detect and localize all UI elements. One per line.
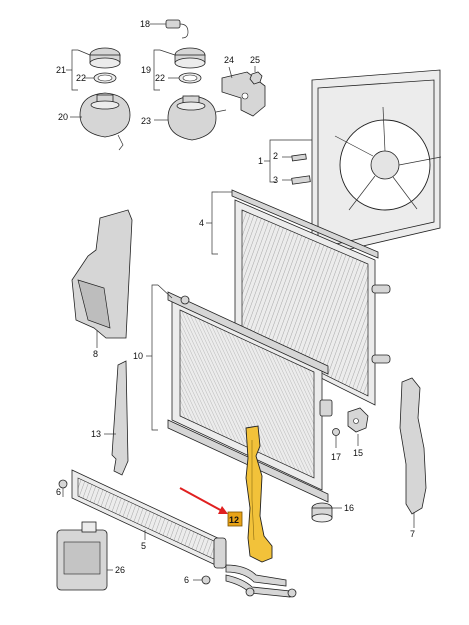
- part-10-radiator[interactable]: [167, 291, 333, 503]
- label-2: 2: [273, 151, 278, 161]
- part-19-cap-right[interactable]: [174, 47, 206, 69]
- part-25-nut[interactable]: [249, 71, 263, 85]
- part-23-expansion-tank-right[interactable]: [167, 95, 227, 141]
- part-20-expansion-tank-left[interactable]: [79, 92, 131, 151]
- part-6-bolt-left[interactable]: [58, 479, 68, 497]
- label-8: 8: [93, 349, 98, 359]
- arrow-indicator: [179, 487, 228, 514]
- label-13: 13: [91, 429, 101, 439]
- part-17-bolt[interactable]: [332, 428, 340, 449]
- label-15: 15: [353, 448, 363, 458]
- label-12: 12: [229, 515, 239, 525]
- label-6a: 6: [56, 487, 61, 497]
- label-22b: 22: [155, 73, 165, 83]
- label-21: 21: [56, 65, 66, 75]
- label-10: 10: [133, 351, 143, 361]
- label-3: 3: [273, 175, 278, 185]
- part-18-clip[interactable]: [165, 19, 189, 39]
- label-6b: 6: [184, 575, 189, 585]
- part-7-air-duct-right[interactable]: [399, 377, 427, 515]
- part-22-seal-left[interactable]: [93, 72, 117, 84]
- part-26-coolant-bottle[interactable]: [56, 521, 108, 591]
- label-23: 23: [141, 116, 151, 126]
- label-19: 19: [141, 65, 151, 75]
- label-12-box: [227, 511, 243, 527]
- part-3-seal-strip[interactable]: [291, 175, 311, 185]
- label-26: 26: [115, 565, 125, 575]
- label-1: 1: [258, 156, 263, 166]
- part-16-plug[interactable]: [311, 502, 333, 523]
- label-22: 22: [76, 73, 86, 83]
- part-21-cap-left[interactable]: [89, 47, 121, 69]
- label-17: 17: [331, 452, 341, 462]
- part-2-seal-strip[interactable]: [291, 153, 307, 162]
- part-1-fan-shroud[interactable]: [311, 69, 442, 259]
- label-4: 4: [199, 218, 204, 228]
- part-8-air-duct-left[interactable]: [71, 209, 133, 339]
- part-13-seal-strip[interactable]: [111, 360, 129, 476]
- label-18: 18: [140, 19, 150, 29]
- label-20: 20: [58, 112, 68, 122]
- part-6-bolt-bottom-right[interactable]: [245, 587, 297, 598]
- label-7: 7: [410, 529, 415, 539]
- part-5-aux-cooler[interactable]: [71, 469, 291, 598]
- part-6-bolt-bottom-left[interactable]: [201, 575, 211, 585]
- part-12-air-guide-highlighted[interactable]: [245, 425, 273, 563]
- label-16: 16: [344, 503, 354, 513]
- part-22-seal-right[interactable]: [178, 72, 202, 84]
- label-24: 24: [224, 55, 234, 65]
- label-5: 5: [141, 541, 146, 551]
- label-25: 25: [250, 55, 260, 65]
- part-15-bracket[interactable]: [347, 407, 369, 433]
